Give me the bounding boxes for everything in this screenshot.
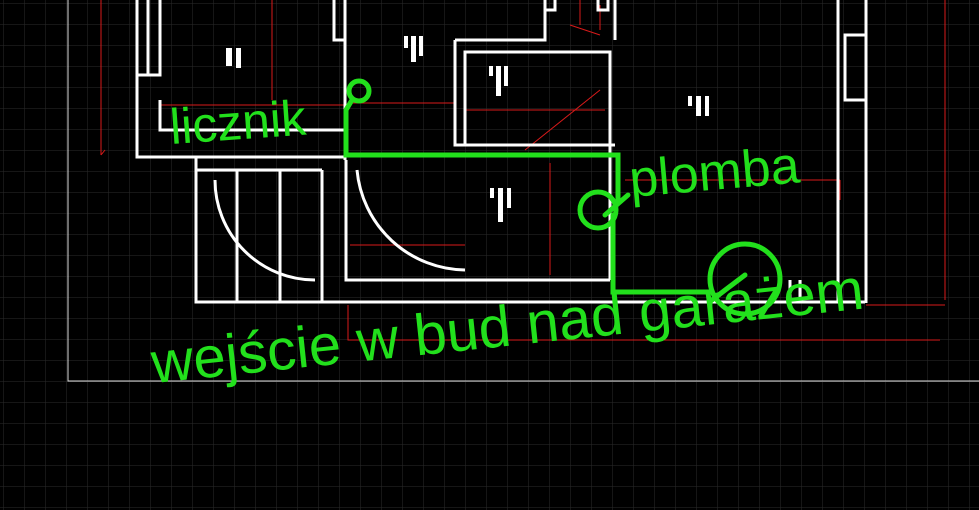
seal-marker-circle [577, 189, 619, 231]
meter-label: licznik [168, 89, 308, 156]
cable-route-line [343, 97, 621, 203]
entry-marker-circle [707, 241, 783, 317]
dimension-lines [100, 0, 946, 341]
door-swings [213, 169, 466, 282]
sheet-border [67, 0, 979, 382]
annotation-marks [343, 78, 783, 317]
room-labels [226, 36, 709, 222]
meter-marker-circle [346, 78, 372, 104]
walls [135, 0, 868, 304]
